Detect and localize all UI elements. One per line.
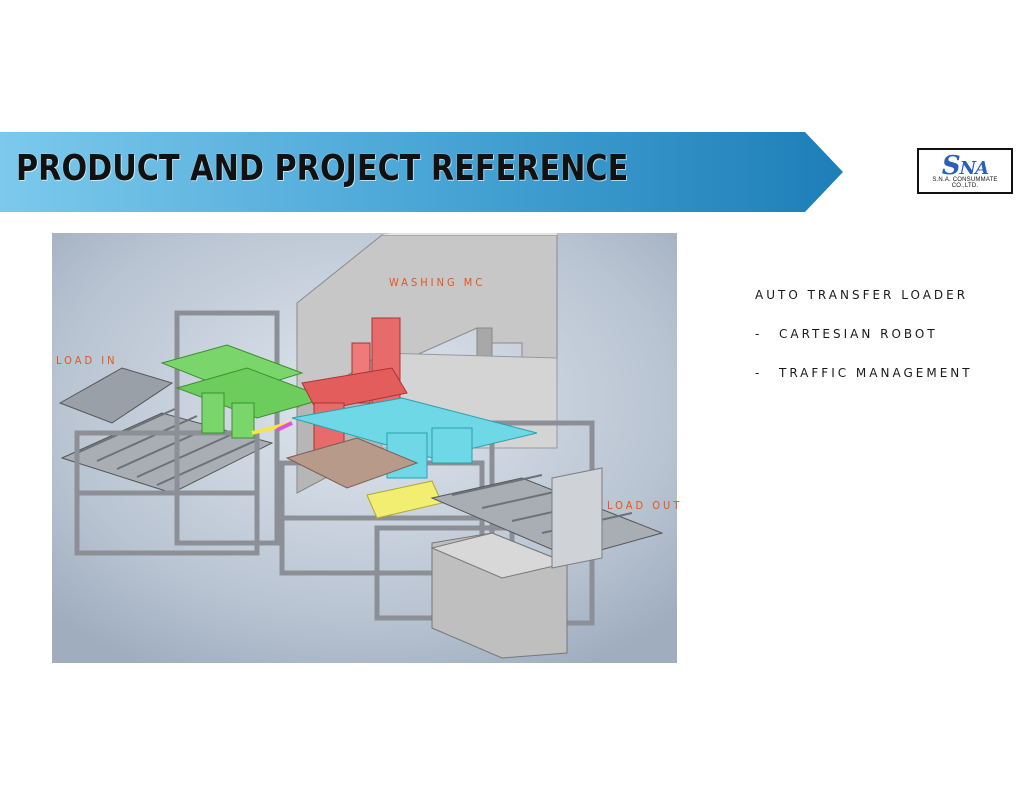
product-name: AUTO TRANSFER LOADER xyxy=(755,288,969,302)
machine-illustration: WASHING MC LOAD IN LOAD OUT xyxy=(52,233,679,663)
bullet-dash: - xyxy=(755,327,760,341)
label-washing-mc: WASHING MC xyxy=(389,276,486,289)
feature-label: TRAFFIC MANAGEMENT xyxy=(779,366,973,380)
label-load-out: LOAD OUT xyxy=(607,499,683,512)
logo-company-name: S.N.A. CONSUMMATE CO.,LTD. xyxy=(932,177,998,189)
page-title: PRODUCT AND PROJECT REFERENCE xyxy=(16,148,629,189)
auto-transfer-loader-drawing xyxy=(52,233,677,663)
feature-label: CARTESIAN ROBOT xyxy=(779,327,938,341)
label-load-in: LOAD IN xyxy=(56,354,118,367)
title-banner: PRODUCT AND PROJECT REFERENCE xyxy=(0,132,845,212)
company-logo: SNA S.N.A. CONSUMMATE CO.,LTD. xyxy=(917,148,1013,194)
feature-item: - TRAFFIC MANAGEMENT xyxy=(755,366,973,380)
logo-mark: SNA xyxy=(941,151,989,181)
bullet-dash: - xyxy=(755,366,760,380)
banner-arrow-shape xyxy=(0,132,843,212)
feature-item: - CARTESIAN ROBOT xyxy=(755,327,938,341)
